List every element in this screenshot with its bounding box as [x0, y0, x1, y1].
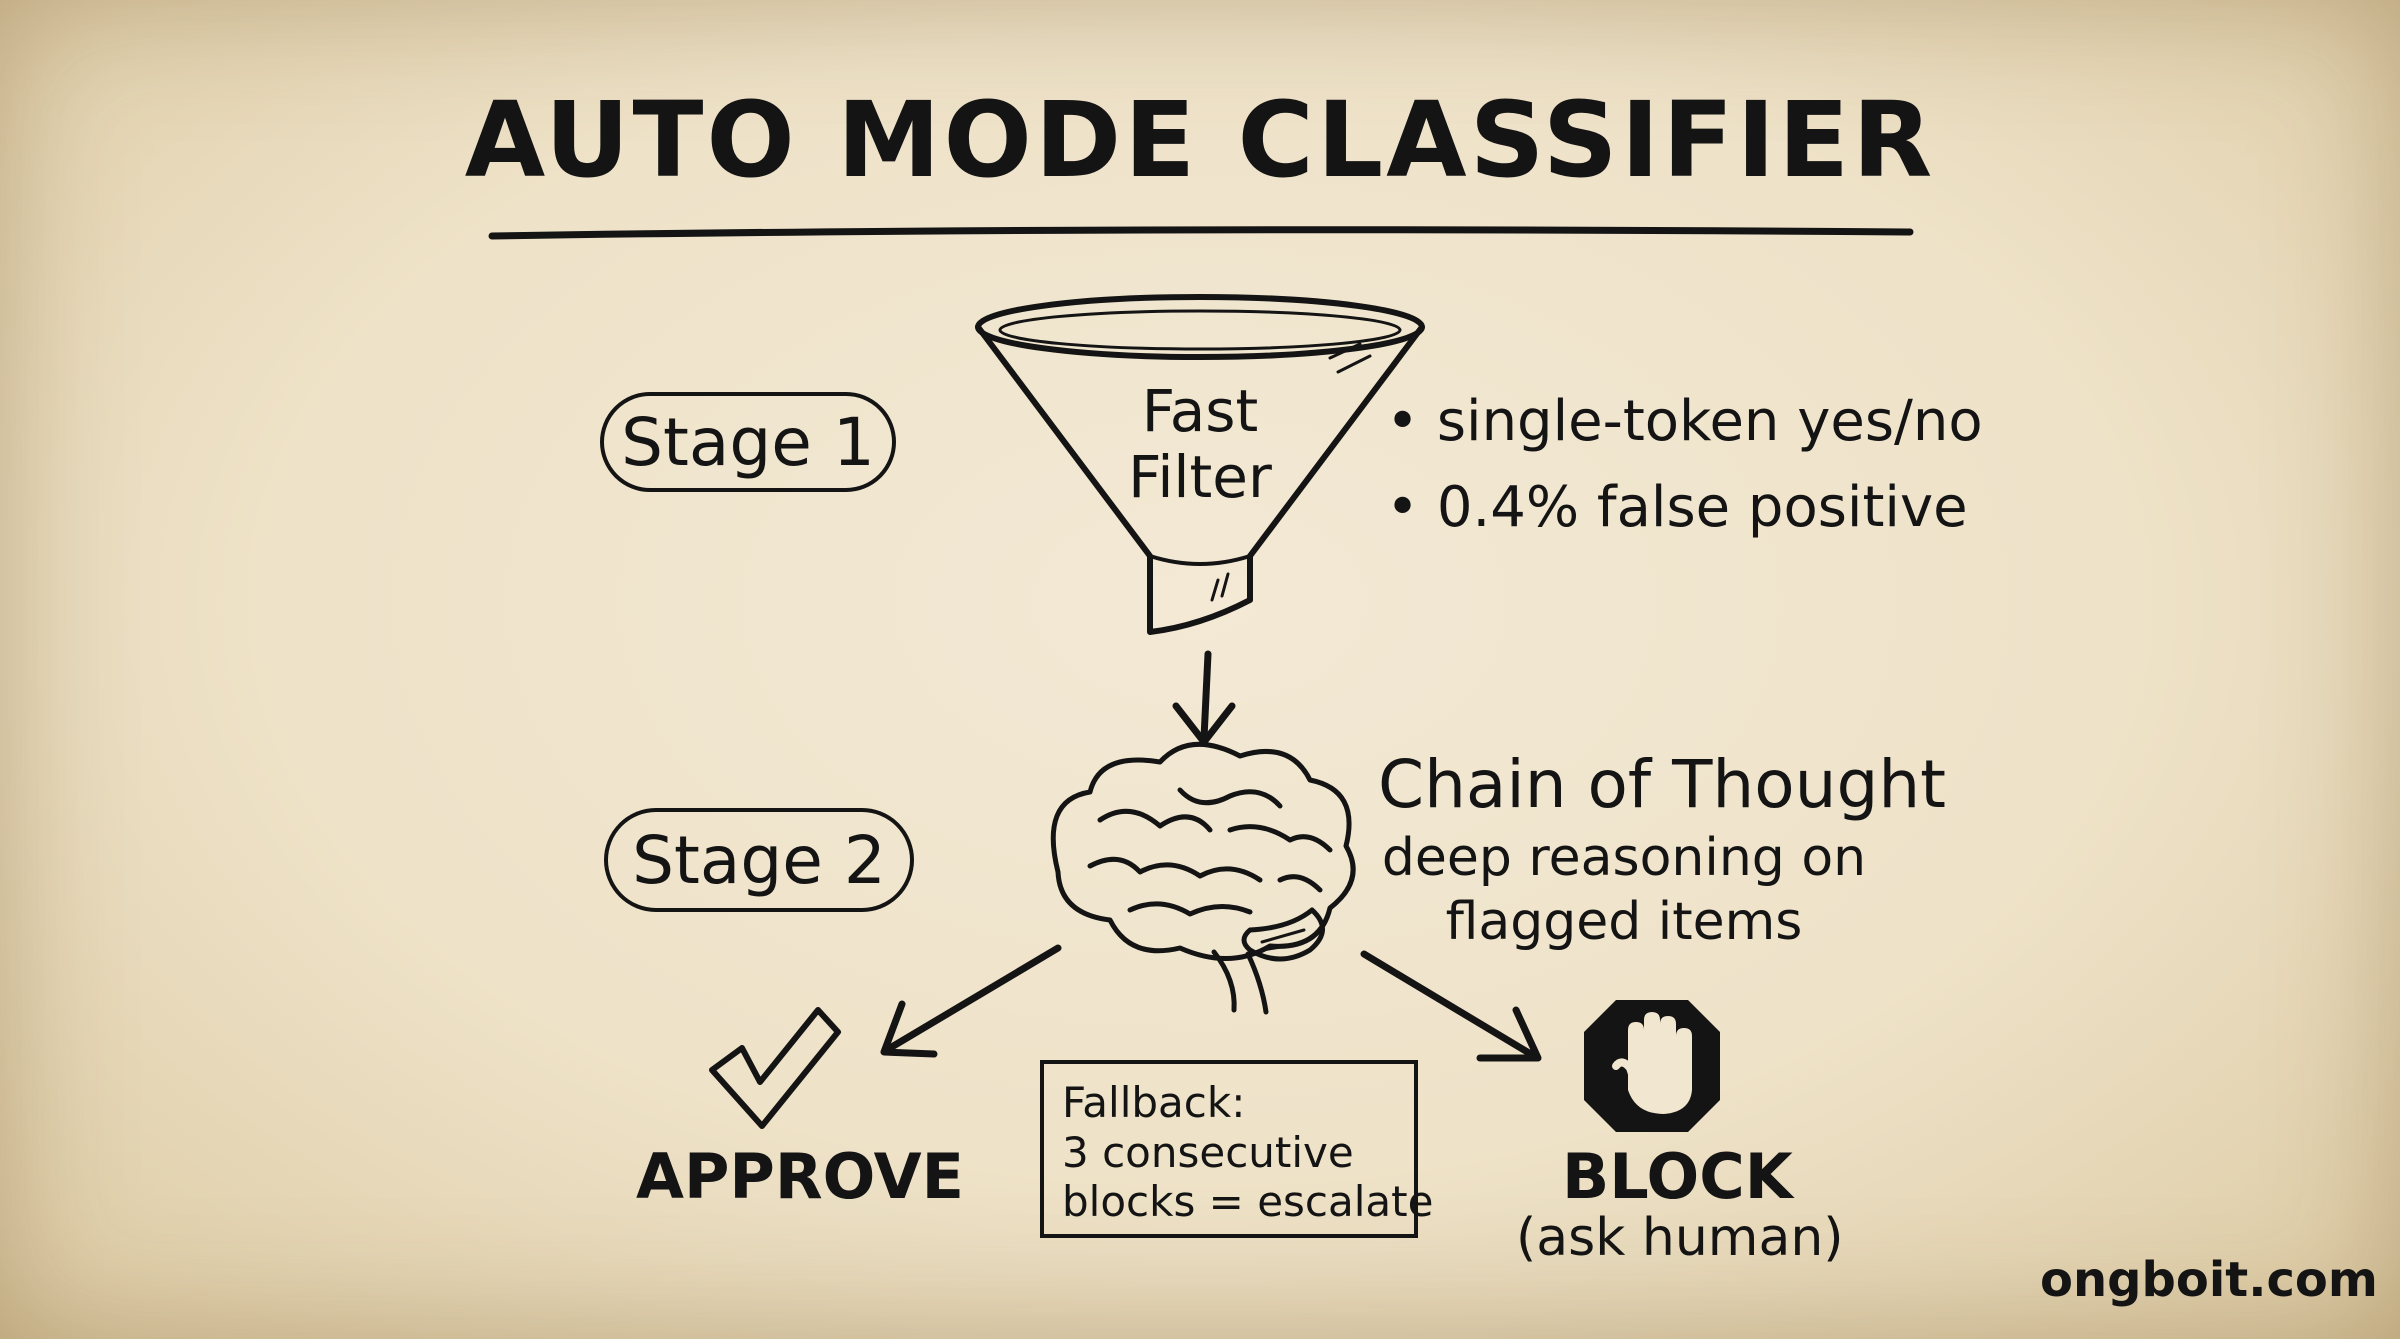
- stage-1-bullet-2: • 0.4% false positive: [1386, 475, 1968, 540]
- funnel-text-line-1: Fast: [1141, 377, 1259, 445]
- stage-1-label: Stage 1: [600, 392, 896, 492]
- title-underline: [488, 226, 1914, 240]
- fallback-line-2: 3 consecutive: [1062, 1127, 1354, 1177]
- approve-arrow: [880, 944, 1062, 1058]
- fallback-line-3: blocks = escalate: [1062, 1177, 1434, 1227]
- stop-hand-icon: [1584, 1000, 1720, 1132]
- fallback-line-1: Fallback:: [1062, 1078, 1246, 1127]
- site-watermark[interactable]: ongboit.com: [2040, 1252, 2378, 1308]
- brain-icon: [1050, 741, 1356, 1015]
- funnel-text-line-2: Filter: [1128, 443, 1272, 511]
- funnel-icon: [975, 294, 1425, 635]
- approve-label: APPROVE: [636, 1140, 964, 1213]
- fallback-box: Fallback: 3 consecutive blocks = escalat…: [1040, 1060, 1434, 1238]
- block-arrow: [1360, 950, 1542, 1062]
- stage-2-label: Stage 2: [604, 808, 914, 912]
- stage-2-subtitle-line-2: flagged items: [1445, 892, 1803, 952]
- checkmark-icon: [709, 1007, 841, 1129]
- block-sublabel: (ask human): [1516, 1208, 1844, 1268]
- stage-1-bullet-1: • single-token yes/no: [1386, 389, 1983, 454]
- stage-2-title: Chain of Thought: [1378, 746, 1947, 823]
- page-title: AUTO MODE CLASSIFIER: [464, 79, 1936, 201]
- stage-2-subtitle-line-1: deep reasoning on: [1381, 828, 1867, 888]
- stage-1-text: Stage 1: [621, 403, 875, 481]
- stage-2-text: Stage 2: [632, 821, 886, 899]
- block-label: BLOCK: [1562, 1140, 1793, 1213]
- down-arrow-icon: [1172, 650, 1236, 746]
